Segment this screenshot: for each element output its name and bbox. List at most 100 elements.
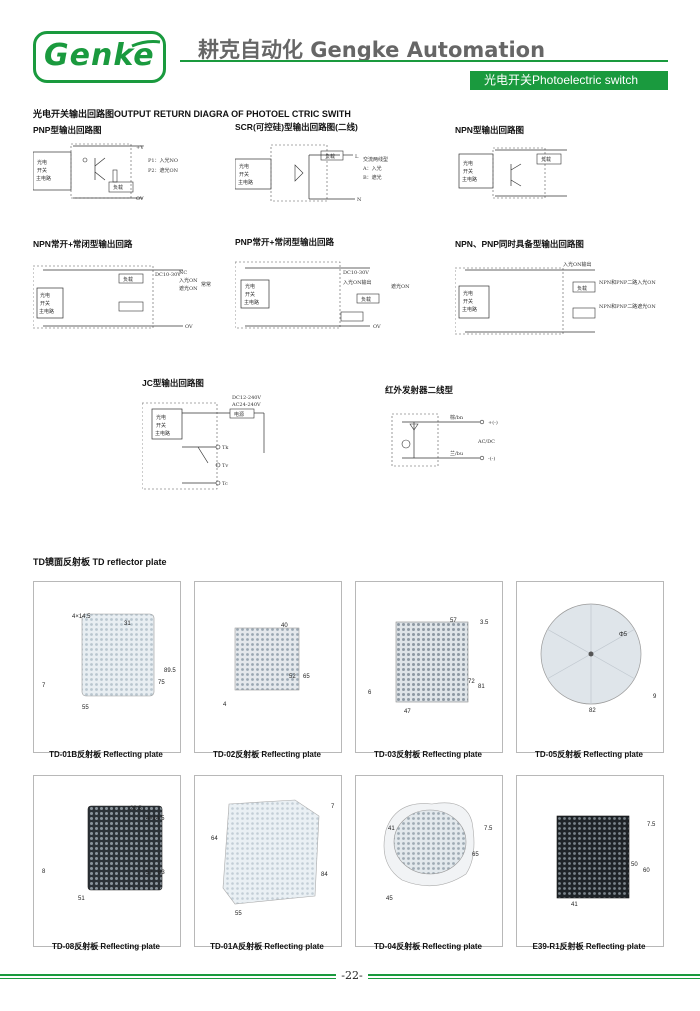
circuit-diagram-npn-no-nc: 光电 开关 主电路 负载 DC10-30V NC 入光ON 遮光ON 常常 OV xyxy=(33,258,223,333)
label-two-way-light: NPN和PNP二路入光ON xyxy=(599,279,656,286)
label-main-circuit: 主电路 xyxy=(244,299,259,306)
dim-9: 9 xyxy=(653,694,657,700)
label-main-circuit: 主电路 xyxy=(238,179,253,186)
caption-td03: TD-03反射板 Reflecting plate xyxy=(373,750,482,759)
dim-7-5: 7.5 xyxy=(647,822,656,828)
dim-4: 4 xyxy=(223,702,227,708)
caption-td05: TD-05反射板 Reflecting plate xyxy=(534,750,643,759)
label-main-circuit: 主电路 xyxy=(462,176,477,183)
label-photo: 光电 xyxy=(40,292,50,299)
reflector-card-td04: 41 7.5 65 45 xyxy=(355,775,503,947)
circuit-diagram-ir-emitter: 棕/bn +(-) AC/DC 兰/bu -(-) xyxy=(390,410,530,470)
label-b: B：遮光 xyxy=(363,174,382,181)
label-photo: 光电 xyxy=(37,159,47,166)
label-load: 负载 xyxy=(113,184,123,191)
diagram-title-npn: NPN型输出回路图 xyxy=(455,125,524,135)
dim-55: 55 xyxy=(82,705,89,711)
label-on-light: 入光ON xyxy=(179,277,198,284)
label-often: 常常 xyxy=(201,281,211,288)
dim-7: 7 xyxy=(331,804,335,810)
page-number: -22- xyxy=(336,969,368,982)
dim-65: 65 xyxy=(303,674,310,680)
label-main-circuit: 主电路 xyxy=(462,306,477,313)
label-photo: 光电 xyxy=(463,160,473,167)
footer-rule-left xyxy=(0,974,336,976)
label-ac-range: AC24-240V xyxy=(231,402,261,408)
label-ov: OV xyxy=(373,324,381,330)
label-load: 负载 xyxy=(541,156,551,163)
label-load: 负载 xyxy=(123,276,133,283)
company-logo: Genke xyxy=(33,31,166,83)
footer-rule-right xyxy=(368,974,700,976)
caption-td02: TD-02反射板 Reflecting plate xyxy=(212,750,321,759)
footer-rule-right-thin xyxy=(368,978,700,979)
category-tag: 光电开关Photoelectric switch xyxy=(470,71,668,90)
dim-52: 52 xyxy=(289,674,296,680)
label-photo: 光电 xyxy=(463,290,473,297)
dim-64: 64 xyxy=(211,836,218,842)
dim-60: 60 xyxy=(643,868,650,874)
dim-57: 57 xyxy=(450,618,457,624)
label-switch: 开关 xyxy=(245,291,255,298)
label-main-circuit: 主电路 xyxy=(39,308,54,315)
dim-3-5: 3.5 xyxy=(480,620,489,626)
reflector-card-td05: Φ5 82 9 xyxy=(516,581,664,753)
circuit-diagram-jc: 光电 开关 主电路 电源 DC12-240V AC24-240V Tk Tv T… xyxy=(142,393,272,491)
diagram-title-ir-emitter: 红外发射器二线型 xyxy=(385,385,454,395)
label-power: 电源 xyxy=(234,411,244,418)
label-a: A：入光 xyxy=(362,165,382,172)
reflector-card-td08: 29.5 4×14.5 57 63 8 51 xyxy=(33,775,181,947)
dim-6: 6 xyxy=(368,690,372,696)
caption-td01b: TD-01B反射板 Reflecting plate xyxy=(49,750,163,759)
label-switch: 开关 xyxy=(463,168,473,175)
label-dc: DC10-30V xyxy=(343,270,369,276)
dim-holes: 4×14.5 xyxy=(146,816,165,822)
footer-rule-left-thin xyxy=(0,978,336,979)
dim-82: 82 xyxy=(589,708,596,714)
logo-swoosh-icon xyxy=(131,40,161,48)
circuit-diagram-pnp-no-nc: 光电 开关 主电路 负载 DC10-30V 入光ON输出 遮光ON OV xyxy=(235,258,425,333)
label-minus: -(-) xyxy=(488,455,495,462)
label-l: L xyxy=(355,154,359,160)
page-title: 耕克自动化 Gengke Automation xyxy=(198,38,546,62)
label-switch: 开关 xyxy=(156,422,166,429)
label-tv: Tv xyxy=(222,463,228,469)
label-ov: OV xyxy=(185,324,193,330)
reflector-card-td01a: 7 64 84 55 xyxy=(194,775,342,947)
diagram-title-scr: SCR(可控硅)型输出回路图(二线) xyxy=(235,122,358,132)
dim-84: 84 xyxy=(321,872,328,878)
label-plus-v: +V xyxy=(136,145,144,151)
label-load: 负载 xyxy=(325,153,335,160)
label-on-light-output: 入光ON输出 xyxy=(563,261,591,268)
label-acdc: AC/DC xyxy=(477,439,495,445)
dim-phi5: Φ5 xyxy=(619,632,628,638)
dim-29-5: 29.5 xyxy=(130,806,142,812)
dim-75: 75 xyxy=(158,680,165,686)
dim-55: 55 xyxy=(235,911,242,917)
dim-41: 41 xyxy=(388,826,395,832)
reflector-card-e39r1: 7.5 50 60 41 xyxy=(516,775,664,947)
reflectors-section-title: TD镜面反射板 TD reflector plate xyxy=(33,557,167,567)
diagram-title-pnp-no-nc: PNP常开+常闭型输出回路 xyxy=(235,237,334,247)
dim-51: 51 xyxy=(78,896,85,902)
label-ov: OV xyxy=(136,196,144,202)
label-load: 负载 xyxy=(361,296,371,303)
caption-e39r1: E39-R1反射板 Reflecting plate xyxy=(532,942,646,951)
diagram-title-npn-pnp: NPN、PNP同时具备型输出回路图 xyxy=(455,239,584,249)
circuit-diagram-npn-pnp: 光电 开关 主电路 负载 入光ON输出 NPN和PNP二路入光ON NPN和PN… xyxy=(455,258,670,338)
label-tc: Tc xyxy=(222,481,228,487)
dim-8: 8 xyxy=(42,869,46,875)
dim-81: 81 xyxy=(478,684,485,690)
caption-td04: TD-04反射板 Reflecting plate xyxy=(373,942,482,951)
label-plus: +(-) xyxy=(488,419,498,426)
circuits-section-title: 光电开关输出回路图OUTPUT RETURN DIAGRA OF PHOTOEL… xyxy=(33,109,351,119)
reflector-card-td01b: 4×14.5 31 89.5 75 7 55 xyxy=(33,581,181,753)
dim-7-5: 7.5 xyxy=(484,826,493,832)
label-p1: P1：入光NO xyxy=(148,157,178,164)
dim-72: 72 xyxy=(468,679,475,685)
label-on-light: 入光ON输出 xyxy=(343,279,371,286)
reflector-card-td03: 57 3.5 72 81 6 47 xyxy=(355,581,503,753)
dim-47: 47 xyxy=(404,709,411,715)
dim-holes: 4×14.5 xyxy=(72,614,91,620)
dim-45: 45 xyxy=(386,896,393,902)
